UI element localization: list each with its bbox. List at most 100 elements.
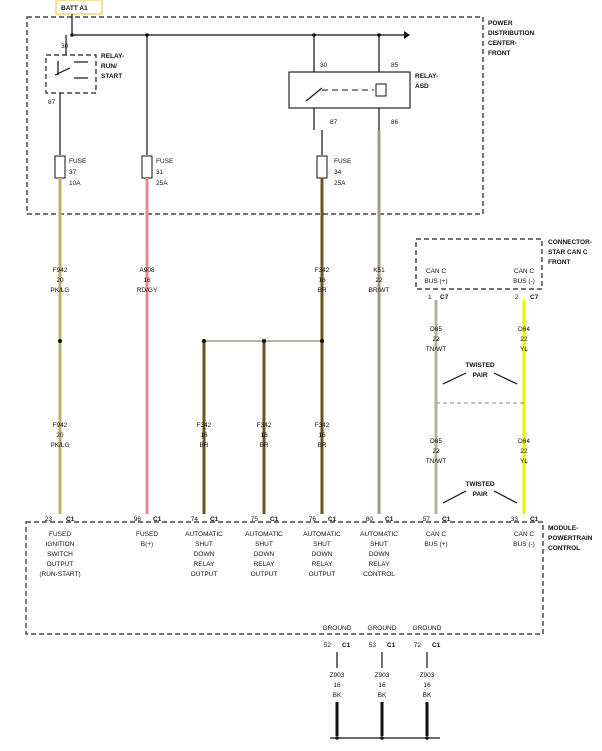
svg-text:16: 16 — [333, 682, 341, 689]
svg-text:16: 16 — [378, 682, 386, 689]
svg-text:OUTPUT: OUTPUT — [251, 571, 278, 578]
svg-text:IGNITION: IGNITION — [46, 541, 75, 548]
fuse34-num: 34 — [334, 169, 342, 176]
fuse31-body — [141, 155, 153, 179]
svg-text:OUTPUT: OUTPUT — [47, 561, 74, 568]
d64b-color: YL — [520, 458, 528, 465]
d64b-gauge: 22 — [520, 448, 528, 455]
asd-coil — [375, 83, 387, 97]
w1-code: F942 — [53, 267, 68, 274]
svg-text:74: 74 — [191, 516, 199, 523]
svg-text:RELAY: RELAY — [312, 561, 333, 568]
svg-text:BK: BK — [378, 692, 387, 699]
svg-text:C1: C1 — [270, 516, 279, 523]
c7-pin-1: 1 — [428, 294, 432, 301]
star-plus-l1: CAN C — [426, 268, 447, 275]
fuse31-label: FUSE — [156, 158, 174, 165]
pin-96: 96 C1 FUSED B(+) — [134, 516, 162, 548]
twist1-l1: TWISTED — [465, 362, 495, 369]
svg-text:C1: C1 — [210, 516, 219, 523]
twist2-arrow-l — [442, 490, 467, 504]
svg-text:SHUT: SHUT — [370, 541, 388, 548]
fuse34-amp: 25A — [334, 180, 346, 187]
twist2-arrow-r — [493, 490, 518, 504]
pin-30a: 30 — [61, 43, 69, 50]
svg-text:DOWN: DOWN — [369, 551, 390, 558]
fuse31-amp: 25A — [156, 180, 168, 187]
svg-text:57: 57 — [423, 516, 431, 523]
pin-30b: 30 — [320, 62, 328, 69]
svg-text:C1: C1 — [342, 642, 351, 649]
pin-74: 74 C1 AUTOMATIC SHUT DOWN RELAY OUTPUT — [185, 516, 223, 578]
twist1-arrow-r — [493, 372, 518, 385]
twist1-l2: PAIR — [472, 372, 487, 379]
pin-23: 23 C1 FUSED IGNITION SWITCH OUTPUT (RUN-… — [39, 516, 80, 578]
d65-gauge: 22 — [432, 336, 440, 343]
gnd-node — [425, 736, 429, 740]
pin-80: 80 C1 AUTOMATIC SHUT DOWN RELAY CONTROL — [360, 516, 398, 578]
asd-contact — [305, 87, 323, 102]
pdc-l3: CENTER- — [488, 40, 517, 47]
svg-text:33: 33 — [511, 516, 519, 523]
svg-text:Z903: Z903 — [330, 672, 345, 679]
ground-53: GROUND 53 C1 Z903 16 BK — [368, 625, 397, 699]
ground-52: GROUND 52 C1 Z903 16 BK — [323, 625, 352, 699]
svg-text:C1: C1 — [66, 516, 75, 523]
fuse37-body — [54, 155, 66, 179]
svg-text:OUTPUT: OUTPUT — [191, 571, 218, 578]
svg-text:C1: C1 — [432, 642, 441, 649]
pdc-l1: POWER — [488, 20, 513, 27]
fuse37-num: 37 — [69, 169, 77, 176]
svg-text:BUS (-): BUS (-) — [513, 541, 535, 548]
svg-text:23: 23 — [45, 516, 53, 523]
batt-box — [55, 0, 103, 15]
pin-57: 57 C1 CAN C BUS (+) — [423, 516, 451, 548]
pin-87a: 87 — [48, 99, 56, 106]
relay-run-box — [45, 54, 97, 94]
svg-text:RELAY: RELAY — [254, 561, 275, 568]
svg-text:52: 52 — [324, 642, 332, 649]
relay-run-l1: RELAY- — [101, 53, 124, 60]
fuse34-label: FUSE — [334, 158, 352, 165]
svg-text:FUSED: FUSED — [136, 531, 158, 538]
bus-node — [70, 33, 74, 37]
batt-label: BATT A1 — [61, 5, 88, 12]
svg-text:AUTOMATIC: AUTOMATIC — [245, 531, 283, 538]
pdc-box — [26, 16, 484, 215]
d65b-code: D65 — [430, 438, 442, 445]
bus-arrow — [404, 31, 410, 39]
m2-gauge: 16 — [200, 432, 208, 439]
fuse37-label: FUSE — [69, 158, 87, 165]
splice-node — [202, 339, 206, 343]
svg-text:76: 76 — [309, 516, 317, 523]
pin-76: 76 C1 AUTOMATIC SHUT DOWN RELAY OUTPUT — [303, 516, 341, 578]
svg-text:GROUND: GROUND — [413, 625, 442, 632]
d64-code: D64 — [518, 326, 530, 333]
w1-gauge: 20 — [56, 277, 64, 284]
d65-color: TN/WT — [426, 346, 447, 353]
svg-text:Z903: Z903 — [420, 672, 435, 679]
svg-text:C1: C1 — [385, 516, 394, 523]
w2-color: RD/GY — [137, 287, 158, 294]
c7-pin-2: 2 — [515, 294, 519, 301]
svg-text:(RUN-START): (RUN-START) — [39, 571, 80, 578]
svg-text:C1: C1 — [328, 516, 337, 523]
svg-text:OUTPUT: OUTPUT — [309, 571, 336, 578]
svg-text:CAN C: CAN C — [514, 531, 535, 538]
star-l2: STAR CAN C — [548, 249, 588, 256]
svg-text:AUTOMATIC: AUTOMATIC — [185, 531, 223, 538]
gnd-node — [380, 736, 384, 740]
svg-text:DOWN: DOWN — [194, 551, 215, 558]
relay-run-l2: RUN/ — [101, 63, 117, 70]
splice-node — [262, 339, 266, 343]
pin-75: 75 C1 AUTOMATIC SHUT DOWN RELAY OUTPUT — [245, 516, 283, 578]
pcm-l1: MODULE- — [548, 525, 578, 532]
svg-text:RELAY: RELAY — [369, 561, 390, 568]
svg-text:RELAY: RELAY — [194, 561, 215, 568]
ground-72: GROUND 72 C1 Z903 16 BK — [413, 625, 442, 699]
svg-text:SWITCH: SWITCH — [47, 551, 73, 558]
star-plus-l2: BUS (+) — [424, 278, 447, 285]
pin-87b: 87 — [330, 119, 338, 126]
relay-run-contact — [54, 67, 71, 76]
